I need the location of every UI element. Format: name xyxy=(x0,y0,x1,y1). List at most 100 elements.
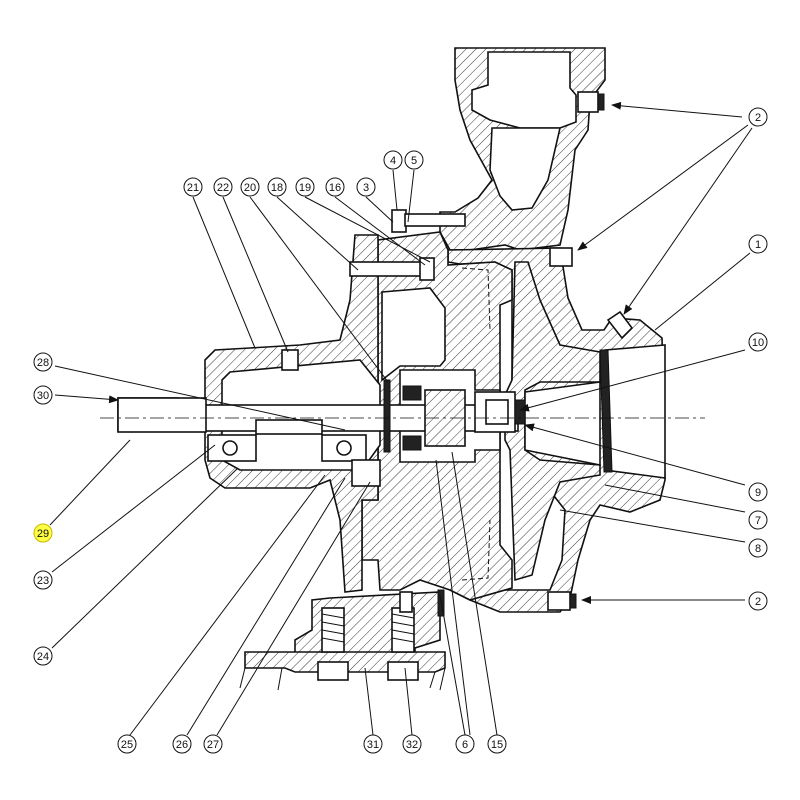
inboard-ball xyxy=(336,440,352,456)
deflector xyxy=(383,379,391,453)
callout-label: 7 xyxy=(755,515,761,527)
callout-balloon-25: 25 xyxy=(117,734,137,754)
callout-balloon-22: 22 xyxy=(213,177,233,197)
callout-label: 28 xyxy=(37,357,49,369)
seal-face xyxy=(402,385,422,401)
callout-circle xyxy=(203,734,223,754)
callout-circle xyxy=(383,150,403,170)
callout-label: 32 xyxy=(406,739,418,751)
callout-label: 3 xyxy=(363,182,369,194)
wear-ring xyxy=(599,349,613,473)
callout-balloon-27: 27 xyxy=(203,734,223,754)
callout-circle xyxy=(748,538,768,558)
callout-label: 18 xyxy=(271,182,283,194)
casing-bolt-bottom-head xyxy=(569,593,577,609)
callout-balloon-9: 9 xyxy=(748,482,768,502)
suction-nozzle xyxy=(604,344,666,479)
back-plate-hidden xyxy=(461,267,491,581)
foot-dowel xyxy=(399,591,413,613)
callout-label: 10 xyxy=(752,337,764,349)
callout-circle xyxy=(295,177,315,197)
callout-balloon-8: 8 xyxy=(748,538,768,558)
callout-circle xyxy=(240,177,260,197)
callout-balloon-31: 31 xyxy=(363,734,383,754)
callout-circle xyxy=(748,510,768,530)
callout-balloon-32: 32 xyxy=(402,734,422,754)
callout-label: 2 xyxy=(755,112,761,124)
frame-inner-rib xyxy=(381,287,446,382)
callout-circle xyxy=(33,646,53,666)
callout-label: 19 xyxy=(299,182,311,194)
callout-circle xyxy=(748,234,768,254)
callout-circle xyxy=(213,177,233,197)
bracket-foot xyxy=(294,591,441,661)
callout-balloon-3: 3 xyxy=(356,177,376,197)
base-right-lip xyxy=(429,667,446,691)
callout-circle xyxy=(267,177,287,197)
callout-circle xyxy=(363,734,383,754)
callout-label: 8 xyxy=(755,543,761,555)
callout-circle xyxy=(455,734,475,754)
callout-balloon-1: 1 xyxy=(748,234,768,254)
callout-balloon-21: 21 xyxy=(183,177,203,197)
callout-circle xyxy=(748,332,768,352)
callout-label: 15 xyxy=(491,739,503,751)
discharge-throat xyxy=(489,127,562,211)
callout-balloon-7: 7 xyxy=(748,510,768,530)
bearing-spacer xyxy=(255,419,323,435)
adapter-bolt-head xyxy=(419,257,435,281)
callout-balloon-23: 23 xyxy=(33,570,53,590)
pump-drawing xyxy=(100,47,705,691)
callout-balloon-6: 6 xyxy=(455,734,475,754)
oil-plug xyxy=(281,349,299,371)
callout-label: 6 xyxy=(462,739,468,751)
callout-label: 22 xyxy=(217,182,229,194)
callout-label: 26 xyxy=(176,739,188,751)
callout-circle xyxy=(404,150,424,170)
callout-label: 27 xyxy=(207,739,219,751)
shaft-end xyxy=(117,397,207,433)
callout-label: 29 xyxy=(37,528,49,540)
callout-label: 4 xyxy=(390,155,396,167)
casing-bolt-top xyxy=(577,91,599,113)
callout-circle xyxy=(748,107,768,127)
callout-balloon-16: 16 xyxy=(325,177,345,197)
callout-circle xyxy=(487,734,507,754)
callout-balloon-26: 26 xyxy=(172,734,192,754)
callout-circle xyxy=(33,352,53,372)
casing-bolt-bottom xyxy=(547,591,571,611)
callout-circle xyxy=(33,570,53,590)
callout-circle xyxy=(402,734,422,754)
callout-label: 16 xyxy=(329,182,341,194)
callout-circle xyxy=(33,385,53,405)
foot-nut-left xyxy=(317,661,349,681)
callout-balloon-10: 10 xyxy=(748,332,768,352)
callout-circle xyxy=(325,177,345,197)
callout-balloon-28: 28 xyxy=(33,352,53,372)
impeller-bolt xyxy=(485,399,509,425)
callout-balloon-2: 2 xyxy=(748,591,768,611)
callout-balloon-30: 30 xyxy=(33,385,53,405)
adapter-bolt xyxy=(349,261,431,277)
callout-balloon-24: 24 xyxy=(33,646,53,666)
frame-stud xyxy=(404,213,466,227)
callout-leaders xyxy=(49,101,753,736)
callout-balloon-5: 5 xyxy=(404,150,424,170)
frame-bolt xyxy=(391,209,407,233)
callout-balloon-4: 4 xyxy=(383,150,403,170)
outboard-ball xyxy=(222,440,238,456)
callout-label: 31 xyxy=(367,739,379,751)
callout-label: 2 xyxy=(755,596,761,608)
callout-circle xyxy=(748,482,768,502)
callout-balloon-2: 2 xyxy=(748,107,768,127)
callout-label: 25 xyxy=(121,739,133,751)
callout-label: 1 xyxy=(755,239,761,251)
callout-circle xyxy=(33,523,53,543)
foot-nut-right xyxy=(387,661,419,681)
callout-balloon-15: 15 xyxy=(487,734,507,754)
seal-face-lower xyxy=(402,435,422,451)
discharge-bore xyxy=(471,51,577,129)
callout-balloon-20: 20 xyxy=(240,177,260,197)
callout-balloon-18: 18 xyxy=(267,177,287,197)
